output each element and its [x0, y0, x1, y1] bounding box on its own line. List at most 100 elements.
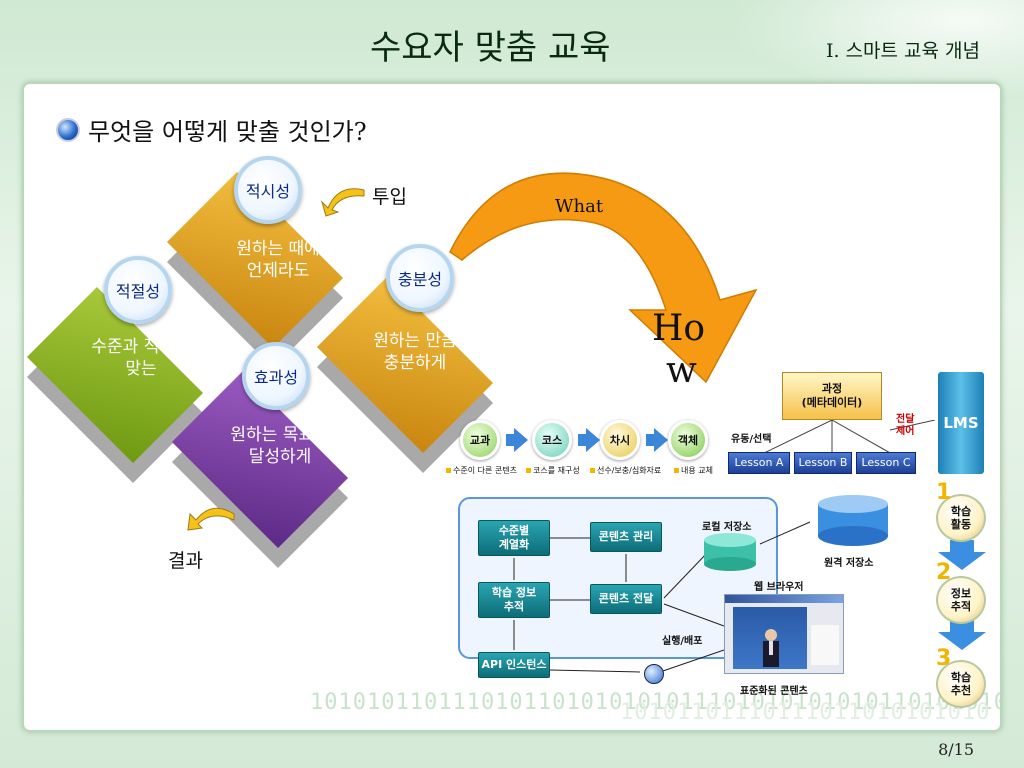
input-label: 투입	[372, 186, 407, 208]
diamond-text-timeliness: 원하는 때에 언제라도	[203, 238, 353, 282]
lecture-video	[733, 607, 807, 669]
cycle-text: 학습	[950, 671, 972, 684]
step-session: 차시	[600, 420, 640, 460]
local-storage-icon	[704, 533, 756, 571]
what-label: What	[555, 196, 604, 217]
diamond-text-appropriateness: 수준과 적성에 맞는	[66, 336, 216, 380]
legend-item: 코스를 재구성	[526, 465, 580, 476]
run-deploy-label: 실행/배포	[662, 636, 703, 647]
diamond-text-line: 수준과 적성에	[91, 337, 191, 357]
level-sequencing-box: 수준별 계열화	[478, 520, 550, 556]
legend-square-icon	[674, 468, 679, 473]
lms-box: LMS	[938, 372, 984, 474]
badge-appropriateness: 적절성	[104, 256, 172, 324]
cycle-text: 정보	[950, 587, 972, 600]
legend-text: 선수/보충/심화자료	[597, 466, 662, 475]
lesson-a: Lesson A	[728, 452, 790, 474]
legend-item: 내용 교체	[674, 465, 713, 476]
binary-decoration: 1010101101110101101010101011101010101010…	[310, 690, 1000, 715]
legend-item: 선수/보충/심화자료	[590, 465, 661, 476]
step-subject: 교과	[460, 420, 500, 460]
how-label: Ho w	[652, 308, 705, 392]
web-browser-label: 웹 브라우저	[754, 582, 804, 593]
badge-timeliness: 적시성	[234, 156, 302, 224]
what-how-arrow-icon	[449, 172, 758, 384]
cycle-number: 2	[936, 560, 952, 585]
diamond-text-line: 원하는 때에	[236, 239, 320, 259]
cycle-number: 3	[936, 646, 952, 671]
legend-text: 코스를 재구성	[533, 466, 580, 475]
result-label: 결과	[168, 550, 203, 572]
usage-label: 유동/선택	[731, 434, 772, 445]
box-line: 수준별	[498, 524, 530, 537]
cycle-text: 추천	[950, 684, 972, 697]
slide-title: 수요자 맞춤 교육	[370, 28, 611, 68]
legend-text: 내용 교체	[681, 466, 713, 475]
browser-titlebar	[725, 595, 843, 603]
content-management-box: 콘텐츠 관리	[590, 522, 662, 552]
cycle-text: 추적	[950, 600, 972, 613]
step-arrow-icon	[506, 434, 516, 446]
diamond-text-line: 맞는	[125, 359, 157, 379]
legend-square-icon	[526, 468, 531, 473]
step-object: 객체	[668, 420, 708, 460]
mini-chart-icon	[811, 625, 839, 665]
box-line: 추적	[503, 600, 525, 613]
web-browser-window	[724, 594, 844, 674]
legend-text: 수준이 다른 콘텐츠	[453, 466, 517, 475]
lesson-connectors	[761, 420, 936, 455]
question-text: 무엇을 어떻게 맞출 것인가?	[88, 118, 367, 146]
delivery-label-line: 전달	[896, 414, 915, 425]
diamond-text-effectiveness: 원하는 목표를 달성하게	[205, 424, 355, 468]
how-label-line: w	[666, 350, 697, 391]
step-arrow-icon	[514, 428, 528, 452]
step-arrow-icon	[578, 434, 588, 446]
diamond-text-line: 달성하게	[248, 447, 312, 467]
binary-decoration-2: 10101101110111011010101010	[620, 700, 991, 725]
step-arrow-icon	[654, 428, 668, 452]
lesson-b: Lesson B	[794, 452, 852, 474]
question-row: 무엇을 어떻게 맞출 것인가?	[56, 112, 367, 147]
legend-item: 수준이 다른 콘텐츠	[446, 465, 517, 476]
page-number: 8/15	[938, 740, 974, 759]
result-arrow-icon	[187, 507, 235, 531]
course-box-line: 과정	[821, 382, 843, 395]
cycle-arrows	[938, 540, 986, 650]
bullet-icon	[56, 117, 80, 142]
standard-content-label: 표준화된 콘텐츠	[740, 686, 808, 697]
course-box-line: (메타데이터)	[801, 396, 863, 409]
delivery-label-line: 제어	[896, 426, 915, 437]
how-label-line: Ho	[652, 308, 706, 349]
step-course: 코스	[532, 420, 572, 460]
remote-storage-label: 원격 저장소	[824, 558, 874, 569]
box-line: 학습 정보	[491, 586, 537, 599]
globe-icon	[644, 664, 664, 684]
cycle-number: 1	[936, 480, 952, 505]
architecture-connectors	[513, 521, 811, 673]
cycle-text: 학습	[950, 505, 972, 518]
legend-square-icon	[590, 468, 595, 473]
delivery-control-label: 전달 제어	[896, 414, 914, 438]
remote-storage-icon	[818, 495, 888, 546]
lecturer-icon	[763, 629, 779, 667]
diamond-text-sufficiency: 원하는 만큼 충분하게	[340, 330, 490, 374]
local-storage-label: 로컬 저장소	[702, 522, 752, 533]
box-line: 계열화	[498, 538, 530, 551]
badge-sufficiency: 충분성	[386, 244, 454, 312]
api-instance-box: API 인스턴스	[478, 652, 550, 678]
learning-tracking-box: 학습 정보 추적	[478, 582, 550, 618]
cycle-text: 활동	[950, 518, 972, 531]
legend-square-icon	[446, 468, 451, 473]
diamond-text-line: 원하는 목표를	[230, 425, 330, 445]
lesson-c: Lesson C	[856, 452, 916, 474]
step-arrow-icon	[586, 428, 600, 452]
diamond-text-line: 충분하게	[383, 353, 447, 373]
course-metadata-box: 과정 (메타데이터)	[782, 372, 882, 420]
step-arrow-icon	[646, 434, 656, 446]
diamond-text-line: 언제라도	[246, 261, 310, 281]
input-arrow-icon	[320, 188, 365, 217]
content-delivery-box: 콘텐츠 전달	[590, 584, 662, 614]
section-label: I. 스마트 교육 개념	[825, 40, 980, 62]
